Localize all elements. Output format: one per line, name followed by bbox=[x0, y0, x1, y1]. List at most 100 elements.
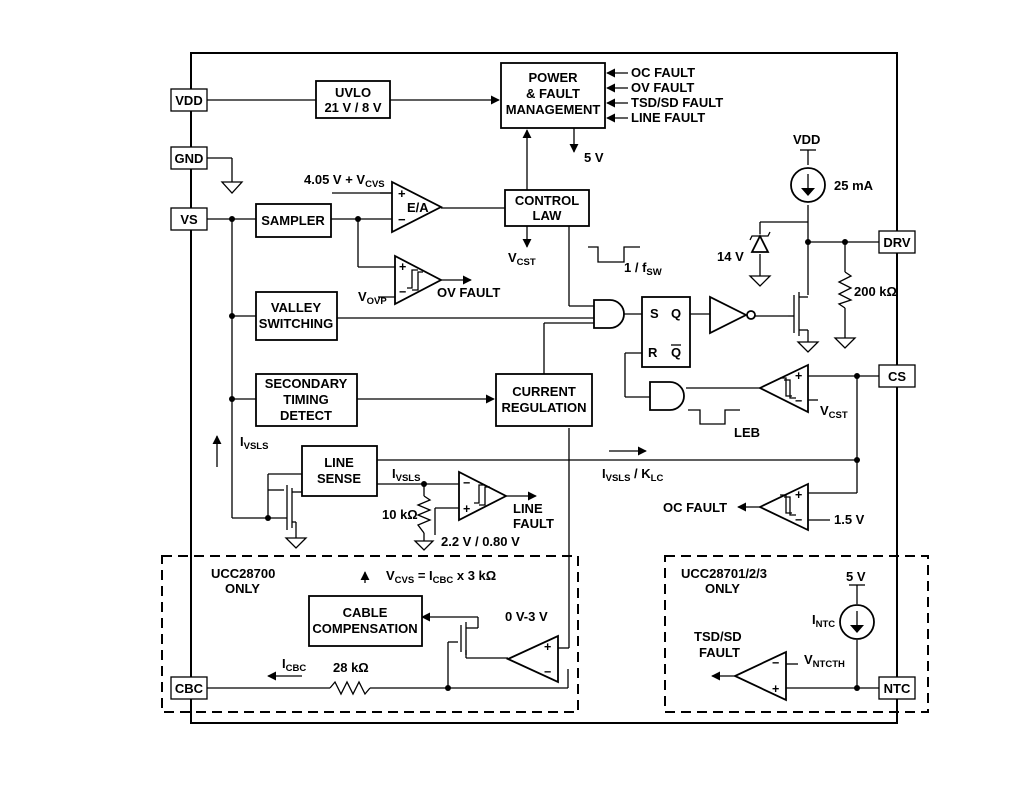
svg-text:DRV: DRV bbox=[883, 235, 911, 250]
ov-comparator: + − bbox=[394, 254, 443, 306]
svg-text:LINE: LINE bbox=[324, 455, 354, 470]
label-ov-fault: OV FAULT bbox=[437, 285, 500, 300]
current-regulation-block: CURRENT REGULATION bbox=[495, 373, 593, 427]
svg-text:−: − bbox=[398, 212, 406, 227]
svg-text:−: − bbox=[795, 513, 802, 527]
svg-text:CABLE: CABLE bbox=[343, 605, 388, 620]
oc-comparator: + − bbox=[757, 482, 809, 532]
cable-compensation-block: CABLE COMPENSATION bbox=[308, 595, 423, 647]
fault-inputs: OC FAULT OV FAULT TSD/SD FAULT LINE FAUL… bbox=[631, 65, 723, 125]
line-comparator: − + bbox=[458, 470, 508, 522]
wires bbox=[207, 68, 879, 689]
svg-text:+: + bbox=[544, 640, 551, 654]
svg-text:SECONDARY: SECONDARY bbox=[265, 376, 348, 391]
svg-text:SWITCHING: SWITCHING bbox=[259, 316, 333, 331]
svg-text:VS: VS bbox=[180, 212, 198, 227]
svg-text:CS: CS bbox=[888, 369, 906, 384]
label-ivsls-klc: IVSLS / KLC bbox=[602, 466, 663, 484]
valley-switching-block: VALLEY SWITCHING bbox=[255, 291, 338, 341]
pin-cbc: CBC bbox=[170, 676, 208, 700]
label-vcst-control: VCST bbox=[508, 250, 536, 268]
svg-text:R: R bbox=[648, 345, 658, 360]
svg-text:LAW: LAW bbox=[533, 208, 563, 223]
svg-text:MANAGEMENT: MANAGEMENT bbox=[506, 102, 601, 117]
line-sense-block: LINE SENSE bbox=[301, 445, 378, 497]
svg-text:−: − bbox=[772, 656, 779, 670]
label-ntc-5v: 5 V bbox=[846, 569, 866, 584]
ic-outline bbox=[190, 52, 898, 724]
label-leb: LEB bbox=[734, 425, 760, 440]
ucc28701-region bbox=[664, 555, 929, 713]
label-oc-fault: OC FAULT bbox=[663, 500, 727, 515]
ea-amplifier: + − E/A bbox=[391, 180, 443, 234]
svg-text:VDD: VDD bbox=[175, 93, 202, 108]
svg-text:REGULATION: REGULATION bbox=[502, 400, 587, 415]
label-2v2: 2.2 V / 0.80 V bbox=[441, 534, 520, 549]
svg-text:+: + bbox=[772, 682, 779, 696]
inverter bbox=[709, 295, 756, 335]
pin-drv: DRV bbox=[878, 230, 916, 254]
label-200k: 200 kΩ bbox=[854, 284, 897, 299]
pin-vs: VS bbox=[170, 207, 208, 231]
label-vcst-cs: VCST bbox=[820, 403, 848, 421]
pin-cs: CS bbox=[878, 364, 916, 388]
ntc-comparator: − + bbox=[732, 650, 787, 702]
svg-text:+: + bbox=[795, 369, 802, 383]
secondary-timing-block: SECONDARY TIMING DETECT bbox=[255, 373, 358, 427]
label-0v3v: 0 V-3 V bbox=[505, 609, 548, 624]
and-gate-leb bbox=[649, 381, 685, 411]
label-intc: INTC bbox=[812, 612, 835, 630]
pin-vdd: VDD bbox=[170, 88, 208, 112]
and-gate-main bbox=[593, 299, 625, 329]
svg-text:SENSE: SENSE bbox=[317, 471, 361, 486]
variant-ucc28701-2: ONLY bbox=[705, 581, 740, 596]
label-14v: 14 V bbox=[717, 249, 744, 264]
svg-text:+: + bbox=[398, 186, 406, 201]
junctions bbox=[229, 216, 860, 691]
svg-text:GND: GND bbox=[175, 151, 204, 166]
svg-text:−: − bbox=[463, 476, 470, 490]
svg-text:TIMING: TIMING bbox=[283, 392, 329, 407]
svg-text:& FAULT: & FAULT bbox=[526, 86, 580, 101]
svg-text:COMPENSATION: COMPENSATION bbox=[312, 621, 417, 636]
label-vovp: VOVP bbox=[358, 289, 387, 307]
resistor-10k bbox=[416, 495, 432, 534]
label-1v5: 1.5 V bbox=[834, 512, 865, 527]
label-tsd-1: TSD/SD bbox=[694, 629, 742, 644]
label-fsw: 1 / fSW bbox=[624, 260, 662, 278]
label-vntcth: VNTCTH bbox=[804, 652, 845, 670]
label-ivsls-line: IVSLS bbox=[392, 466, 420, 484]
current-source-25ma bbox=[790, 167, 826, 203]
cs-comparator: + − bbox=[757, 363, 809, 414]
label-10k: 10 kΩ bbox=[382, 507, 418, 522]
label-ea-ref: 4.05 V + VCVS bbox=[304, 172, 385, 190]
svg-text:21 V / 8 V: 21 V / 8 V bbox=[324, 100, 381, 115]
label-28k: 28 kΩ bbox=[333, 660, 369, 675]
variant-ucc28701-1: UCC28701/2/3 bbox=[681, 566, 767, 581]
label-line-fault-2: FAULT bbox=[513, 516, 554, 531]
svg-text:SAMPLER: SAMPLER bbox=[261, 213, 325, 228]
label-5v: 5 V bbox=[584, 150, 604, 165]
svg-text:VALLEY: VALLEY bbox=[271, 300, 322, 315]
svg-text:LINE FAULT: LINE FAULT bbox=[631, 110, 705, 125]
label-vcvs-formula: VCVS = ICBC x 3 kΩ bbox=[386, 568, 496, 586]
label-line-fault-1: LINE bbox=[513, 501, 543, 516]
label-ivsls: IVSLS bbox=[240, 434, 268, 452]
svg-text:+: + bbox=[463, 502, 470, 516]
svg-text:Q: Q bbox=[671, 306, 681, 321]
svg-text:CONTROL: CONTROL bbox=[515, 193, 579, 208]
label-tsd-2: FAULT bbox=[699, 645, 740, 660]
svg-text:−: − bbox=[399, 285, 406, 299]
svg-text:NTC: NTC bbox=[884, 681, 911, 696]
svg-text:−: − bbox=[544, 665, 551, 679]
current-source-ntc bbox=[839, 604, 875, 640]
label-icbc: ICBC bbox=[282, 656, 306, 674]
sampler-block: SAMPLER bbox=[255, 203, 332, 238]
resistor-28k bbox=[329, 680, 371, 696]
svg-text:TSD/SD FAULT: TSD/SD FAULT bbox=[631, 95, 723, 110]
zener-diode bbox=[749, 231, 771, 253]
cable-opamp: + − bbox=[505, 634, 559, 684]
pin-gnd: GND bbox=[170, 146, 208, 170]
pin-ntc: NTC bbox=[878, 676, 916, 700]
